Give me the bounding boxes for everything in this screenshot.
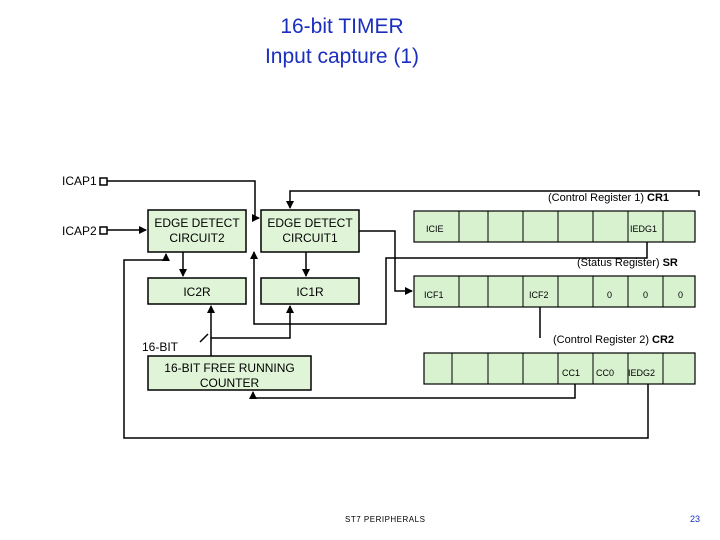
edge1-line1: EDGE DETECT: [267, 216, 353, 230]
sr-name: SR: [662, 257, 678, 269]
ic2r-block: [147, 277, 247, 305]
cr1-feedback-wire: [286, 190, 700, 209]
icap1-wire: [107, 180, 260, 222]
sr-bit-2: 0: [607, 290, 613, 300]
slide-title-line1: 16-bit TIMER: [280, 15, 404, 38]
cr2-bit-iedg2: IEDG2: [628, 368, 656, 378]
cr2-name: CR2: [652, 334, 675, 346]
ic1r-label: IC1R: [296, 285, 324, 299]
cr2-to-counter-wire: [249, 384, 576, 399]
sr-bit-icf1: ICF1: [424, 290, 444, 300]
slide-title-line2: Input capture (1): [264, 45, 420, 68]
edge-detect-circuit2-block: [147, 209, 247, 253]
bus-width-label: 16-BIT: [142, 340, 179, 354]
edge2-line2: CIRCUIT2: [169, 231, 225, 245]
edge-detect-circuit2-label: EDGE DETECT CIRCUIT2: [148, 216, 246, 246]
iedg1-wire: [250, 242, 648, 325]
iedg2-wire: [123, 253, 649, 439]
edge1-to-icf1-wire: [359, 230, 413, 295]
cr1-name: CR1: [647, 192, 670, 204]
cr1-bit-icie: ICIE: [426, 224, 444, 234]
icap1-label: ICAP1: [62, 174, 97, 188]
sr-caption: (Status Register) SR: [577, 257, 678, 269]
cr2-bit-cc1: CC1: [562, 368, 581, 378]
icap2-label: ICAP2: [62, 224, 97, 238]
ic2r-label: IC2R: [183, 285, 211, 299]
icap2-pin: [99, 226, 108, 235]
counter-line2: COUNTER: [199, 376, 260, 390]
page-number: 23: [690, 514, 701, 524]
icap1-pin: [99, 177, 108, 186]
cr1-caption: (Control Register 1) CR1: [548, 192, 670, 204]
counter-bus-wire: [210, 305, 294, 356]
cr1-bit-iedg1: IEDG1: [630, 224, 658, 234]
footer-text: ST7 PERIPHERALS: [345, 515, 426, 524]
cr1-register: [413, 210, 696, 243]
sr-bit-0: 0: [678, 290, 684, 300]
sr-bit-icf2: ICF2: [529, 290, 549, 300]
counter-line1: 16-BIT FREE RUNNING: [164, 361, 295, 375]
sr-bit-1: 0: [643, 290, 649, 300]
counter-label: 16-BIT FREE RUNNING COUNTER: [148, 361, 311, 391]
cr2-bit-cc0: CC0: [596, 368, 615, 378]
cr2-register: [423, 352, 696, 385]
sr-register: [413, 275, 696, 308]
edge2-line1: EDGE DETECT: [154, 216, 240, 230]
edge-detect-circuit1-label: EDGE DETECT CIRCUIT1: [261, 216, 359, 246]
ic1r-block: [260, 277, 360, 305]
free-running-counter-block: [147, 355, 312, 391]
edge1-line2: CIRCUIT1: [282, 231, 338, 245]
cr2-caption: (Control Register 2) CR2: [553, 334, 675, 346]
